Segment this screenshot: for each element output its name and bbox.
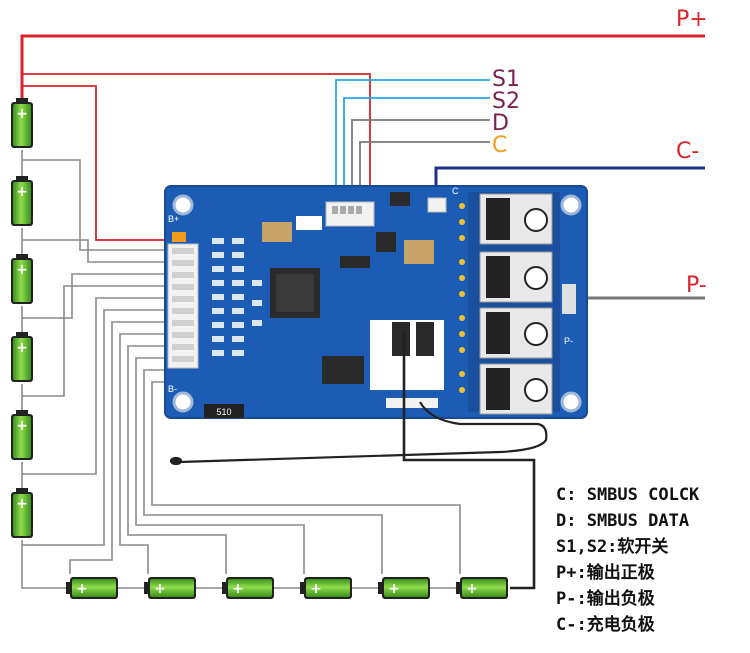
b-plus-red-wires bbox=[22, 73, 371, 241]
legend: C: SMBUS COLCK D: SMBUS DATA S1,S2:软开关 P… bbox=[556, 485, 700, 635]
thermistor-wire bbox=[169, 401, 548, 466]
b-minus-label: B- bbox=[168, 384, 177, 394]
b-plus-label: B+ bbox=[168, 214, 179, 224]
legend-item: S1,S2:软开关 bbox=[556, 536, 668, 557]
legend-item: D: SMBUS DATA bbox=[556, 511, 689, 531]
resistor-510-label: 510 bbox=[216, 407, 231, 417]
c-board-label: C bbox=[452, 186, 459, 196]
s1-s2-wires bbox=[335, 79, 490, 202]
mosfet-array bbox=[479, 193, 553, 415]
s2-label: S2 bbox=[492, 89, 520, 114]
p-plus-label: P+ bbox=[676, 7, 708, 32]
legend-item: C-:充电负极 bbox=[556, 614, 655, 635]
c-wire bbox=[359, 141, 490, 202]
p-minus-board-label: P- bbox=[564, 336, 573, 346]
legend-item: P+:输出正极 bbox=[556, 562, 655, 583]
series-links bbox=[21, 150, 456, 589]
b-minus-lead bbox=[402, 330, 536, 590]
legend-item: P-:输出负极 bbox=[556, 588, 655, 609]
d-wire bbox=[351, 119, 490, 202]
c-label: C bbox=[492, 133, 507, 158]
s1-label: S1 bbox=[492, 67, 520, 92]
d-label: D bbox=[492, 111, 509, 136]
p-minus-label: P- bbox=[686, 273, 707, 298]
bms-board: 510 B+ B- C P- bbox=[164, 185, 588, 419]
c-minus-label: C- bbox=[676, 139, 699, 164]
balance-wires bbox=[22, 159, 461, 574]
p-plus-wire bbox=[20, 34, 705, 98]
legend-item: C: SMBUS COLCK bbox=[556, 485, 700, 505]
